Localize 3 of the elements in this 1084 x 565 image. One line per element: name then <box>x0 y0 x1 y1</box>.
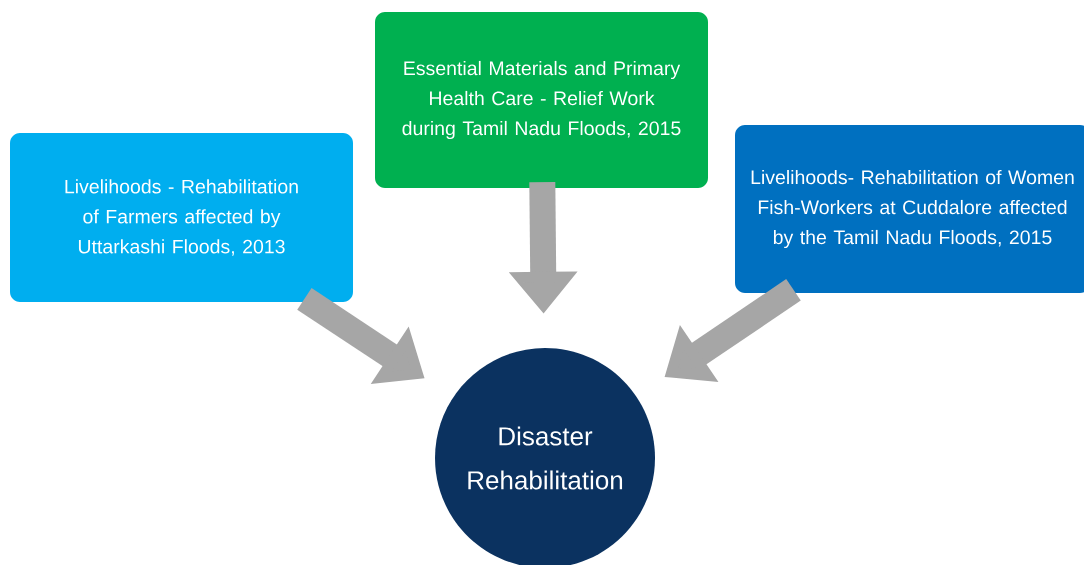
process-box: Livelihoods- Rehabilitation of Women Fish-Workers at Cuddalore affected by the Tamil Nadu Floods, 2015 <box>735 125 1084 293</box>
process-box: Essential Materials and Primary Health Care - Relief Work during Tamil Nadu Floods, 2015 <box>375 12 708 188</box>
process-box: Livelihoods - Rehabilitation of Farmers affected by Uttarkashi Floods, 2013 <box>10 133 353 302</box>
